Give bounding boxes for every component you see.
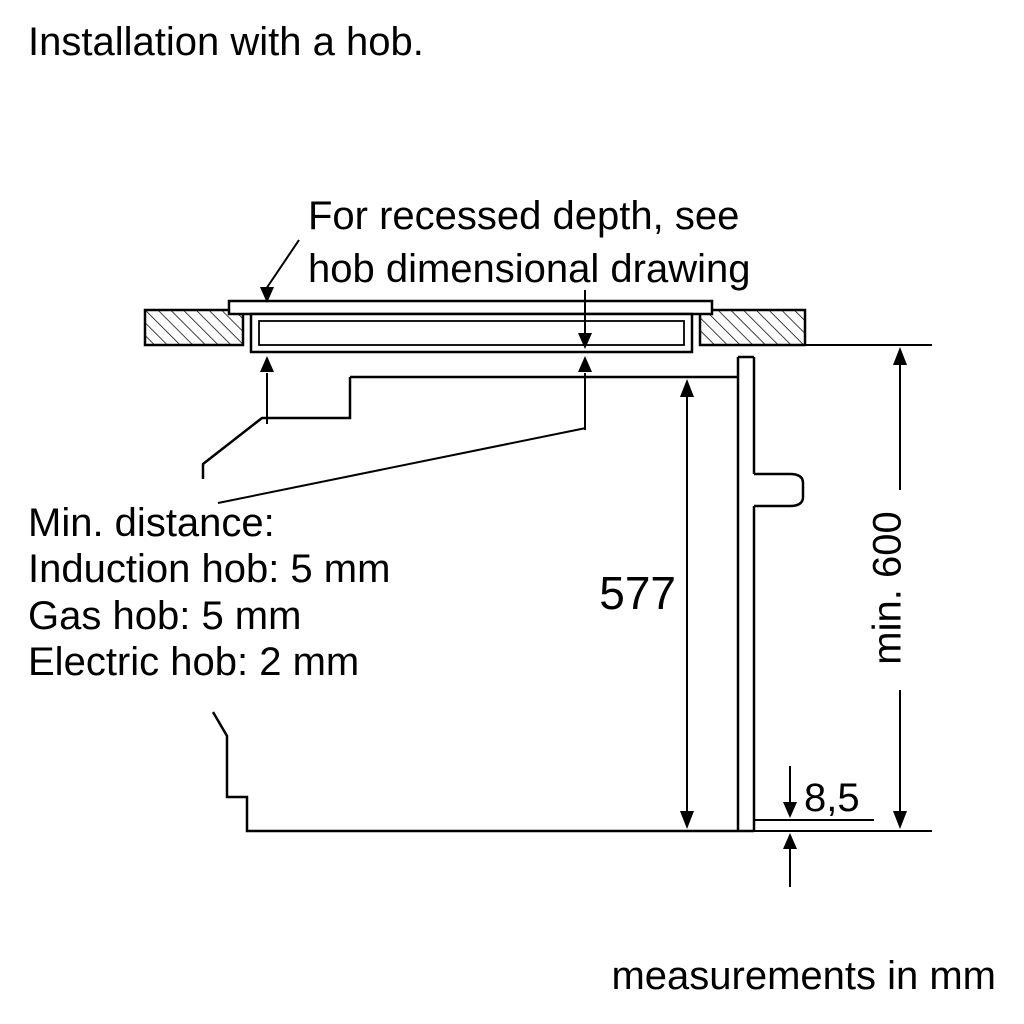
min-distance-electric: Electric hob: 2 mm bbox=[28, 640, 360, 685]
dimension-577-arrowhead-bottom bbox=[680, 811, 694, 829]
dimension-600-arrows bbox=[805, 344, 932, 829]
dimension-85-arrowhead-up bbox=[783, 833, 797, 849]
worktop-cross-section bbox=[143, 308, 807, 347]
hob-body-outer bbox=[249, 312, 694, 354]
min-distance-gas: Gas hob: 5 mm bbox=[28, 593, 302, 638]
min-distance-arrowhead-left bbox=[260, 356, 274, 372]
cabinet-break-upper-left bbox=[201, 377, 352, 479]
dimension-label-niche-height: 577 bbox=[599, 567, 676, 619]
worktop-left-block bbox=[143, 308, 245, 347]
oven-cross-section bbox=[201, 355, 932, 833]
recess-arrowhead-left bbox=[260, 287, 274, 303]
min-distance-induction: Induction hob: 5 mm bbox=[28, 547, 391, 592]
cabinet-break-lower-left-and-bottom bbox=[211, 711, 754, 833]
hob-flange bbox=[227, 299, 714, 316]
dimension-label-bottom-gap: 8,5 bbox=[804, 776, 860, 820]
recess-depth-note-line1: For recessed depth, see bbox=[308, 194, 740, 238]
min-distance-heading: Min. distance: bbox=[28, 501, 275, 545]
dimension-600-arrowhead-top bbox=[893, 347, 907, 365]
dimension-85-arrows bbox=[783, 766, 797, 887]
min-distance-note: Min. distance: Induction hob: 5 mm Gas h… bbox=[28, 500, 390, 686]
hob-cross-section bbox=[227, 299, 714, 354]
dimension-577-arrows bbox=[680, 379, 694, 829]
units-note: measurements in mm bbox=[611, 954, 996, 998]
hob-body-inner bbox=[258, 320, 685, 346]
dimension-85-arrowhead-down bbox=[783, 802, 797, 818]
min-distance-arrowhead-center bbox=[578, 356, 592, 372]
recess-note-arrows bbox=[260, 239, 592, 349]
recess-leader-line bbox=[265, 239, 300, 290]
worktop-right-block bbox=[698, 308, 807, 347]
recess-arrowhead-center bbox=[578, 333, 592, 349]
dimension-label-min-clearance: min. 600 bbox=[865, 511, 910, 665]
min-distance-leader-line bbox=[217, 427, 587, 504]
page-title: Installation with a hob. bbox=[28, 20, 424, 64]
recess-depth-note: For recessed depth, see hob dimensional … bbox=[308, 190, 751, 296]
dimension-577-arrowhead-top bbox=[680, 379, 694, 397]
min-distance-arrows bbox=[217, 356, 592, 504]
dimension-600-arrowhead-bottom bbox=[893, 811, 907, 829]
recess-depth-note-line2: hob dimensional drawing bbox=[308, 246, 751, 291]
oven-control-knob bbox=[754, 472, 805, 508]
